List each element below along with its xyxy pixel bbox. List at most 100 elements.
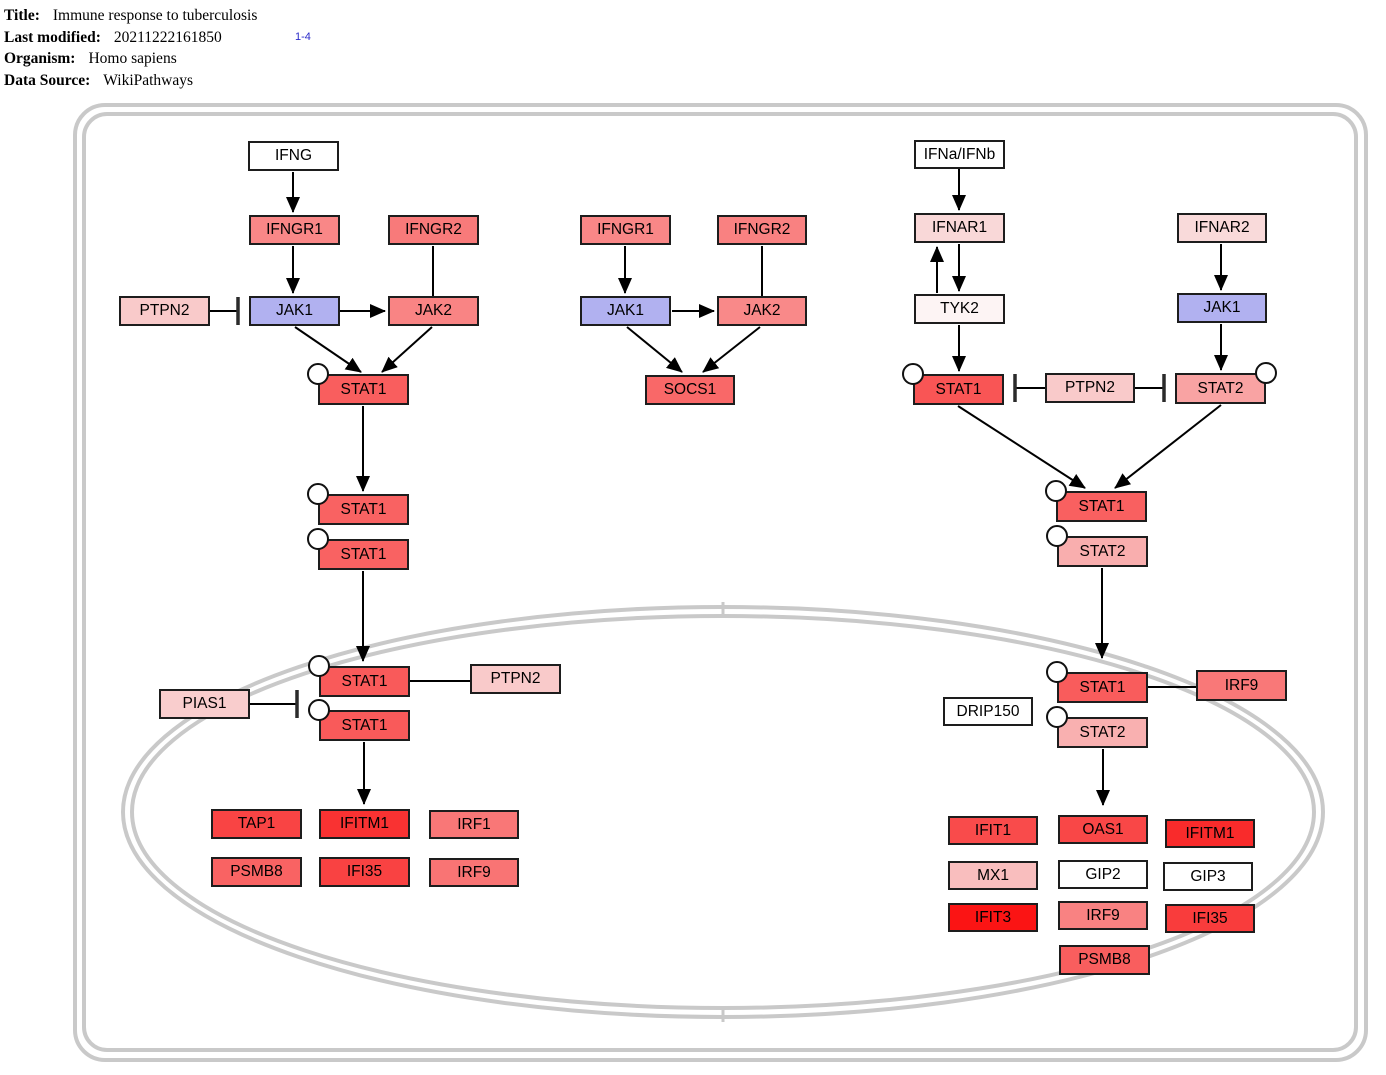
node-ptpn2-left[interactable]: PTPN2 [119,296,210,326]
node-label: STAT1 [341,672,388,690]
node-oas1[interactable]: OAS1 [1058,815,1148,844]
node-label: IFIT1 [974,821,1012,839]
phosphorylation-circle [1046,661,1068,683]
node-irf9-right[interactable]: IRF9 [1058,901,1148,930]
node-pias1[interactable]: PIAS1 [159,689,250,719]
node-ifit3[interactable]: IFIT3 [948,903,1038,932]
node-ifngr2-mid[interactable]: IFNGR2 [717,215,807,245]
pathway-title: Immune response to tuberculosis [52,7,258,24]
node-stat1-left[interactable]: STAT1 [318,374,409,405]
node-drip150[interactable]: DRIP150 [943,697,1033,726]
node-ifi35-left[interactable]: IFI35 [319,857,410,887]
node-stat1-nuc-2[interactable]: STAT1 [319,710,410,741]
node-mx1[interactable]: MX1 [948,861,1038,890]
node-ifi35-right[interactable]: IFI35 [1165,904,1255,933]
node-label: JAK1 [606,302,645,319]
node-psmb8-right[interactable]: PSMB8 [1059,945,1150,975]
node-label: IFITM1 [1185,824,1235,842]
node-label: IFNGR1 [266,221,323,238]
node-irf1[interactable]: IRF1 [429,810,519,839]
organism-label: Organism: [4,50,76,67]
node-ifnar2[interactable]: IFNAR2 [1177,213,1267,243]
node-gip2[interactable]: GIP2 [1058,860,1148,889]
node-ifitm1-left[interactable]: IFITM1 [319,809,410,839]
node-label: STAT1 [1078,497,1125,515]
node-label: PSMB8 [1078,951,1131,968]
edge-arrow [626,326,683,373]
node-label: STAT1 [935,380,982,398]
edge-arrow [381,326,433,373]
last-modified-label: Last modified: [4,28,101,46]
node-label: IFNG [274,147,313,164]
node-label: JAK1 [1203,299,1241,316]
node-ptpn2-nucleus[interactable]: PTPN2 [470,664,561,694]
reference-superscript[interactable]: 1-4 [295,31,311,43]
node-jak1-left[interactable]: JAK1 [249,296,340,326]
node-label: SOCS1 [663,381,717,398]
node-label: STAT1 [340,545,387,563]
header-title-row: Title: Immune response to tuberculosis [4,5,257,27]
node-label: IFNGR2 [405,221,462,238]
node-label: IFNGR1 [597,221,654,238]
node-ifna-ifnb[interactable]: IFNa/IFNb [914,140,1005,169]
node-jak1-mid[interactable]: JAK1 [580,296,671,326]
node-stat2-right[interactable]: STAT2 [1175,373,1266,404]
node-label: IFNAR1 [931,219,988,236]
phosphorylation-circle [308,655,330,677]
title-label: Title: [4,7,40,24]
node-ifitm1-right[interactable]: IFITM1 [1165,819,1255,848]
node-irf9-nucleus[interactable]: IRF9 [1196,670,1287,701]
node-label: STAT1 [341,716,388,734]
node-label: IFITM1 [339,815,390,832]
node-label: PTPN2 [139,302,190,319]
edge-arrow [702,326,761,373]
node-jak1-right[interactable]: JAK1 [1177,293,1267,323]
node-label: IFNAR2 [1194,219,1250,236]
node-irf9-left[interactable]: IRF9 [429,858,519,887]
node-stat1-dimer-2[interactable]: STAT1 [318,539,409,570]
node-ifnar1[interactable]: IFNAR1 [914,213,1005,243]
node-label: IRF9 [457,863,491,881]
node-ifngr1-left[interactable]: IFNGR1 [249,215,340,245]
node-ifit1[interactable]: IFIT1 [948,816,1038,845]
node-stat1-dimer-1[interactable]: STAT1 [318,494,409,525]
node-ifng[interactable]: IFNG [248,141,339,171]
node-stat1-nuc-1[interactable]: STAT1 [319,666,410,697]
node-gip3[interactable]: GIP3 [1163,862,1253,891]
node-label: STAT2 [1079,723,1126,741]
node-stat2-complex[interactable]: STAT2 [1057,536,1148,567]
node-label: TYK2 [940,300,979,317]
node-socs1[interactable]: SOCS1 [645,375,735,405]
cell-membrane-inner [82,112,1358,1052]
node-tyk2[interactable]: TYK2 [914,294,1005,324]
node-label: IFI35 [346,863,383,880]
node-label: GIP2 [1085,865,1121,883]
node-label: IFNa/IFNb [923,145,996,163]
node-ifngr1-mid[interactable]: IFNGR1 [580,215,671,245]
node-label: STAT2 [1079,542,1126,560]
node-label: PIAS1 [182,695,227,712]
node-label: IRF1 [457,815,491,833]
header-source-row: Data Source:WikiPathways [4,70,257,92]
node-label: TAP1 [237,815,276,832]
node-jak2-mid[interactable]: JAK2 [717,296,807,326]
node-ifngr2-left[interactable]: IFNGR2 [388,215,479,245]
node-tap1[interactable]: TAP1 [211,809,302,839]
node-psmb8-left[interactable]: PSMB8 [211,857,302,887]
node-label: DRIP150 [956,702,1020,720]
node-stat1-complex[interactable]: STAT1 [1056,491,1147,522]
node-ptpn2-right[interactable]: PTPN2 [1045,373,1135,403]
node-stat1-nuc-right[interactable]: STAT1 [1057,672,1148,703]
header-organism-row: Organism:Homo sapiens [4,48,257,70]
node-jak2-left[interactable]: JAK2 [388,296,479,326]
header-modified-row: Last modified:20211222161850 [4,27,257,49]
phosphorylation-circle [307,483,329,505]
node-stat2-nuc-right[interactable]: STAT2 [1057,717,1148,748]
node-stat1-right[interactable]: STAT1 [913,374,1004,405]
node-label: OAS1 [1082,820,1124,838]
node-label: MX1 [977,866,1009,884]
data-source-value: WikiPathways [103,71,194,89]
